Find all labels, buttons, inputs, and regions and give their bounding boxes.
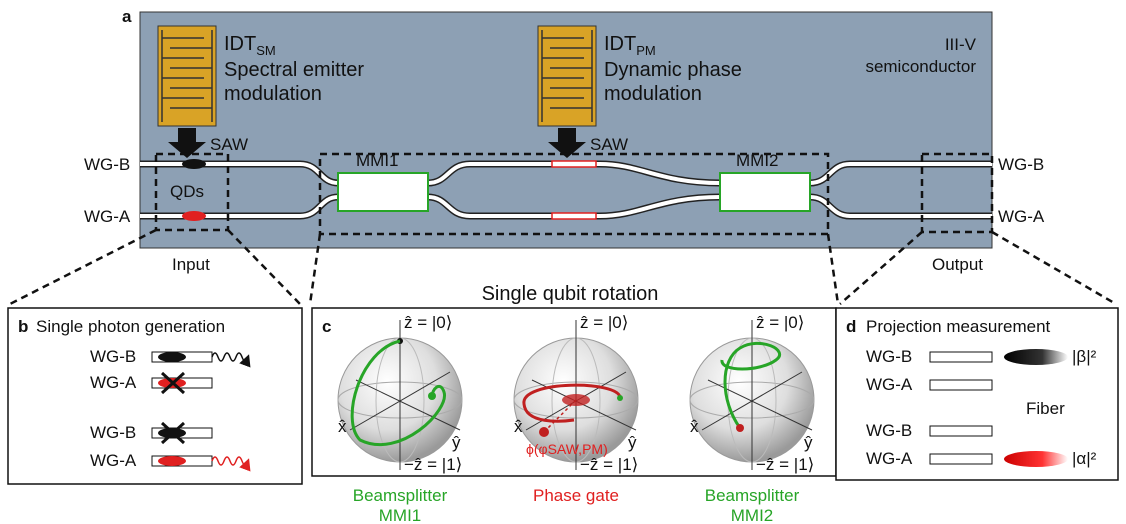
s3-zdown: −ẑ = |1⟩ [756,455,814,474]
saw-arrow-pm-icon [548,128,586,158]
panel-d-title: Projection measurement [866,317,1051,336]
mmi1-box [337,172,429,212]
s3-x: x̂ [690,417,699,436]
panel-b-row4: WG-A [90,451,137,470]
qd-black-icon [182,159,206,169]
bloch-sphere-2 [513,320,639,470]
qd-red-icon [182,211,206,221]
s3-zup: ẑ = |0⟩ [756,313,804,332]
emit-red2-icon [158,456,186,466]
s1-zdown: −ẑ = |1⟩ [404,455,462,474]
idt-sm-line2: modulation [224,83,322,105]
cross-red-icon [160,371,186,395]
qds-label: QDs [170,182,204,201]
semiconductor-line2: semiconductor [865,57,976,76]
saw-label-pm: SAW [590,135,628,154]
caption3-line2: MMI2 [731,506,774,524]
fiber-beam-black-icon [1004,349,1068,365]
saw-arrow-sm-icon [168,128,206,158]
wg-b-right: WG-B [998,155,1044,174]
phase-label: ϕ(φSAW,PM) [526,441,608,457]
bloch-sphere-3 [689,320,815,470]
fiber-beam-red-icon [1004,451,1068,467]
idt-sm-label: IDTSM [224,33,276,58]
s2-y: ŷ [628,433,637,452]
idt-pm-label: IDTPM [604,33,656,58]
idt-sm-icon [157,25,217,127]
bloch-sphere-1 [337,320,463,470]
semiconductor-line1: III-V [945,35,977,54]
output-label: Output [932,255,983,274]
mmi2-box [719,172,811,212]
s1-zup: ẑ = |0⟩ [404,313,452,332]
dashed-regions [9,152,1117,306]
beta-label: |β|² [1072,347,1097,366]
rotation-title: Single qubit rotation [482,283,659,305]
panel-b-letter: b [18,317,28,336]
s1-y: ŷ [452,433,461,452]
panel-b-row1: WG-B [90,347,136,366]
s3-y: ŷ [804,433,813,452]
phase-shifter-bottom [551,212,597,220]
wg-a-left: WG-A [84,207,131,226]
panel-b-row3: WG-B [90,423,136,442]
panel-d-letter: d [846,317,856,336]
photon-red-wave-icon [211,456,251,472]
panel-a-letter: a [122,7,132,26]
panel-d-wg-boxes [929,351,993,465]
caption1-line1: Beamsplitter [353,486,448,505]
fiber-label: Fiber [1026,399,1065,418]
caption2-line1: Phase gate [533,486,619,505]
panel-d-row1: WG-B [866,347,912,366]
caption1-line2: MMI1 [379,506,422,524]
panel-b-row2: WG-A [90,373,137,392]
phase-shifter-top [551,160,597,168]
panel-b-title: Single photon generation [36,317,225,336]
cross-black-icon [160,421,186,445]
mmi2-label: MMI2 [736,151,779,170]
panel-d-row3: WG-B [866,421,912,440]
idt-sm-line1: Spectral emitter [224,59,364,81]
idt-pm-line1: Dynamic phase [604,59,742,81]
s2-zup: ẑ = |0⟩ [580,313,628,332]
input-label: Input [172,255,210,274]
emit-black-icon [158,352,186,362]
idt-pm-icon [537,25,597,127]
saw-label-sm: SAW [210,135,248,154]
panel-d-row2: WG-A [866,375,913,394]
s2-zdown: −ẑ = |1⟩ [580,455,638,474]
photon-black-wave-icon [211,352,251,368]
s1-x: x̂ [338,417,347,436]
wg-b-left: WG-B [84,155,130,174]
panel-c-letter: c [322,317,331,336]
wg-a-right: WG-A [998,207,1045,226]
panel-d-frame [835,307,1119,481]
s2-x: x̂ [514,417,523,436]
mmi1-label: MMI1 [356,151,399,170]
panel-d-row4: WG-A [866,449,913,468]
alpha-label: |α|² [1072,449,1097,468]
caption3-line1: Beamsplitter [705,486,800,505]
idt-pm-line2: modulation [604,83,702,105]
panel-b-frame [7,307,303,485]
